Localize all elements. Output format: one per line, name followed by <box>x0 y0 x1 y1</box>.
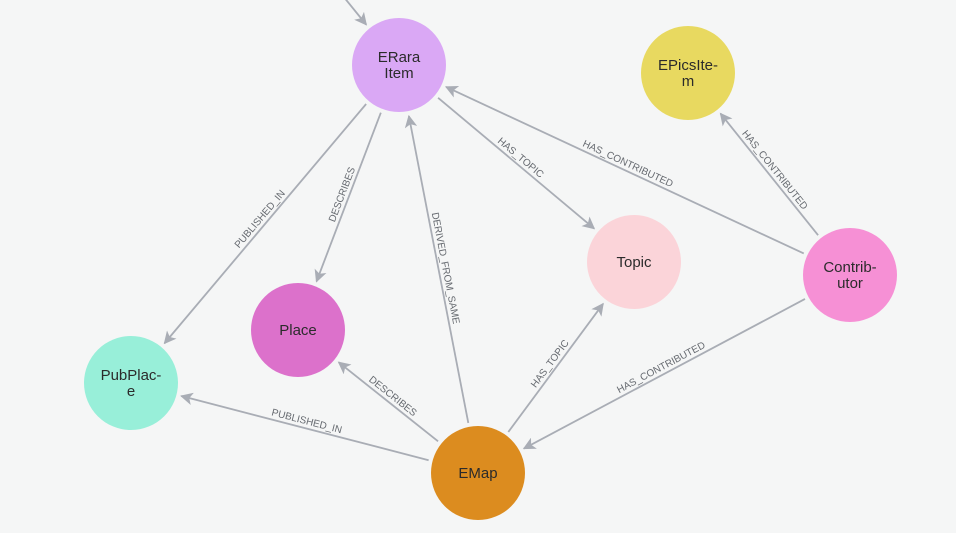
node-pubplace[interactable]: PubPlac-e <box>84 336 178 430</box>
edge-line[interactable] <box>404 114 470 424</box>
edge-label: PUBLISHED_IN <box>233 188 288 250</box>
node-label: m <box>682 73 695 90</box>
node-label: Contrib- <box>823 259 876 276</box>
edge-line[interactable] <box>330 0 368 26</box>
edge-line[interactable] <box>507 302 604 433</box>
edge-line[interactable] <box>314 112 382 283</box>
edge-emap-topic[interactable]: HAS_TOPIC <box>507 302 604 433</box>
edge-label: HAS_CONTRIBUTED <box>581 139 675 190</box>
edge-line[interactable] <box>522 298 806 450</box>
node-place[interactable]: Place <box>251 283 345 377</box>
node-circle[interactable] <box>352 18 446 112</box>
edge-label: DESCRIBES <box>366 374 418 419</box>
edge-line[interactable] <box>437 97 596 230</box>
edge-label: HAS_TOPIC <box>495 136 545 181</box>
node-label: ERara <box>378 49 421 66</box>
edge-label: HAS_CONTRIBUTED <box>615 340 707 396</box>
edge-emap-place[interactable]: DESCRIBES <box>337 361 439 442</box>
edge-label: DERIVED_FROM_SAME <box>429 212 461 326</box>
edge-offscreen-erara[interactable] <box>330 0 368 26</box>
node-circle[interactable] <box>431 426 525 520</box>
edge-label: HAS_TOPIC <box>529 338 571 390</box>
node-label: EMap <box>458 465 497 482</box>
edge-emap-erara[interactable]: DERIVED_FROM_SAME <box>404 114 470 424</box>
edge-label: HAS_CONTRIBUTED <box>739 129 809 213</box>
node-label: Topic <box>616 254 652 271</box>
node-circle[interactable] <box>84 336 178 430</box>
node-circle[interactable] <box>641 26 735 120</box>
edge-erara-topic[interactable]: HAS_TOPIC <box>437 97 596 230</box>
edge-line[interactable] <box>337 361 439 442</box>
edge-contrib-emap[interactable]: HAS_CONTRIBUTED <box>522 298 806 450</box>
edge-line[interactable] <box>180 392 429 462</box>
node-circle[interactable] <box>587 215 681 309</box>
node-label: Item <box>384 65 413 82</box>
node-label: EPicsIte- <box>658 57 718 74</box>
edge-line[interactable] <box>719 112 819 236</box>
edge-line[interactable] <box>444 86 805 255</box>
edge-erara-place[interactable]: DESCRIBES <box>314 112 382 283</box>
node-epics[interactable]: EPicsIte-m <box>641 26 735 120</box>
node-contrib[interactable]: Contrib-utor <box>803 228 897 322</box>
node-label: PubPlac- <box>101 367 162 384</box>
node-emap[interactable]: EMap <box>431 426 525 520</box>
node-topic[interactable]: Topic <box>587 215 681 309</box>
edge-contrib-epics[interactable]: HAS_CONTRIBUTED <box>719 112 819 236</box>
node-label: e <box>127 383 135 400</box>
node-label: Place <box>279 322 317 339</box>
edge-emap-pubplace[interactable]: PUBLISHED_IN <box>180 392 429 462</box>
node-circle[interactable] <box>251 283 345 377</box>
node-label: utor <box>837 275 863 292</box>
node-circle[interactable] <box>803 228 897 322</box>
edge-line[interactable] <box>163 103 367 345</box>
